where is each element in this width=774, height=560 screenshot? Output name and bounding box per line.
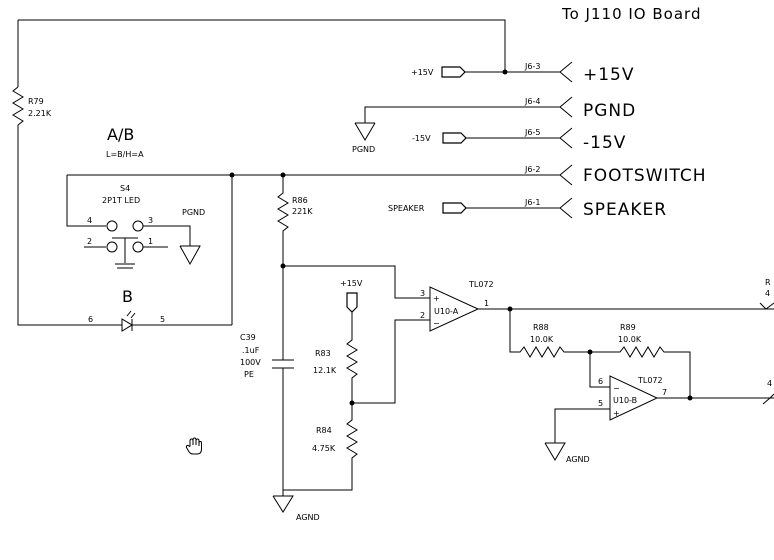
u10a-part: TL072: [468, 280, 494, 289]
switch-type: 2P1T LED: [102, 196, 140, 205]
j6-5-label: -15V: [583, 133, 626, 153]
speaker-net: SPEAKER: [388, 204, 425, 213]
r88-ref: R88: [533, 323, 549, 332]
u10a-plus-sign: +: [433, 294, 440, 303]
j6-3-pin: J6-3: [524, 62, 540, 71]
j6-2-row: [67, 164, 573, 186]
switch-pin-2: 2: [87, 237, 92, 246]
u10b-part: TL072: [637, 376, 663, 385]
r88-value: 10.0K: [530, 335, 554, 344]
j6-5-net: -15V: [412, 134, 431, 143]
switch-pin-1: 1: [148, 237, 153, 246]
led-label: B: [122, 287, 133, 306]
r83-r84-divider: [283, 292, 430, 491]
j6-4-label: PGND: [583, 101, 636, 121]
r89-ref: R89: [620, 323, 636, 332]
hand-cursor-icon: [185, 437, 202, 455]
j6-3-row: [441, 61, 573, 83]
u10b-minus-sign: −: [613, 384, 620, 393]
edge-ref-r: R: [765, 278, 771, 287]
u10b-plus-sign: +: [613, 409, 620, 418]
pgnd-switch-label: PGND: [182, 208, 205, 217]
u10a-minus-sign: −: [433, 319, 440, 328]
pgnd-j6-label: PGND: [352, 145, 375, 154]
j6-4-row: [354, 96, 573, 141]
edge-resistor-mid: [762, 393, 774, 405]
j6-5-pin: J6-5: [524, 128, 540, 137]
r83-value: 12.1K: [313, 366, 337, 375]
r79-ref: R79: [28, 97, 44, 106]
j6-2-label: FOOTSWITCH: [583, 166, 707, 186]
u10a-unit: U10-A: [434, 307, 459, 316]
u10b-unit: U10-B: [613, 396, 637, 405]
j6-3-label: +15V: [583, 65, 635, 85]
switch-title: A/B: [107, 125, 134, 144]
u10a-plus-wire: [283, 265, 430, 299]
opamp-u10b: [544, 375, 774, 461]
switch-s4: [66, 175, 201, 269]
edge-ref-r-value: 4: [765, 289, 770, 298]
j6-3-net: +15V: [411, 68, 434, 77]
r86-value: 221K: [292, 207, 313, 216]
edge-ref-mid: 4: [767, 379, 772, 388]
agnd-main-label: AGND: [296, 513, 320, 522]
agnd-u10b-label: AGND: [566, 455, 590, 464]
c39: [272, 266, 294, 513]
r79-top-wire: [12, 19, 506, 326]
led-pin-6: 6: [88, 315, 93, 324]
r86-ref: R86: [292, 196, 308, 205]
switch-note: L=B/H=A: [106, 150, 144, 159]
u10a-pin-3: 3: [420, 289, 425, 298]
r86: [277, 175, 289, 269]
j6-2-pin: J6-2: [524, 165, 540, 174]
led-pin-5: 5: [160, 315, 165, 324]
c39-value: .1uF: [242, 346, 260, 355]
board-title: To J110 IO Board: [561, 5, 701, 23]
j6-1-pin: J6-1: [524, 198, 540, 207]
r79-value: 2.21K: [28, 109, 52, 118]
r84-ref: R84: [316, 426, 332, 435]
j6-5-row: [442, 127, 573, 149]
led-b: [86, 175, 233, 332]
u10b-pin-7: 7: [662, 388, 667, 397]
supply-15v-label: +15V: [340, 279, 363, 288]
r89-value: 10.0K: [618, 335, 642, 344]
edge-resistor-top: [759, 302, 774, 310]
u10a-pin-2: 2: [420, 311, 425, 320]
r88-r89-network: [509, 309, 691, 398]
u10b-pin-5: 5: [598, 399, 603, 408]
r83-ref: R83: [315, 349, 331, 358]
j6-4-pin: J6-4: [524, 97, 540, 106]
opamp-u10a: [429, 286, 774, 332]
u10a-pin-1: 1: [484, 299, 489, 308]
switch-pin-4: 4: [87, 216, 92, 225]
j6-1-label: SPEAKER: [583, 200, 667, 220]
c39-type: PE: [244, 370, 254, 379]
c39-voltage: 100V: [240, 358, 261, 367]
r84-value: 4.75K: [312, 444, 336, 453]
switch-ref: S4: [120, 184, 130, 193]
j6-1-row: [442, 197, 573, 219]
switch-pin-3: 3: [148, 216, 153, 225]
u10b-pin-6: 6: [598, 377, 603, 386]
c39-ref: C39: [240, 333, 256, 342]
